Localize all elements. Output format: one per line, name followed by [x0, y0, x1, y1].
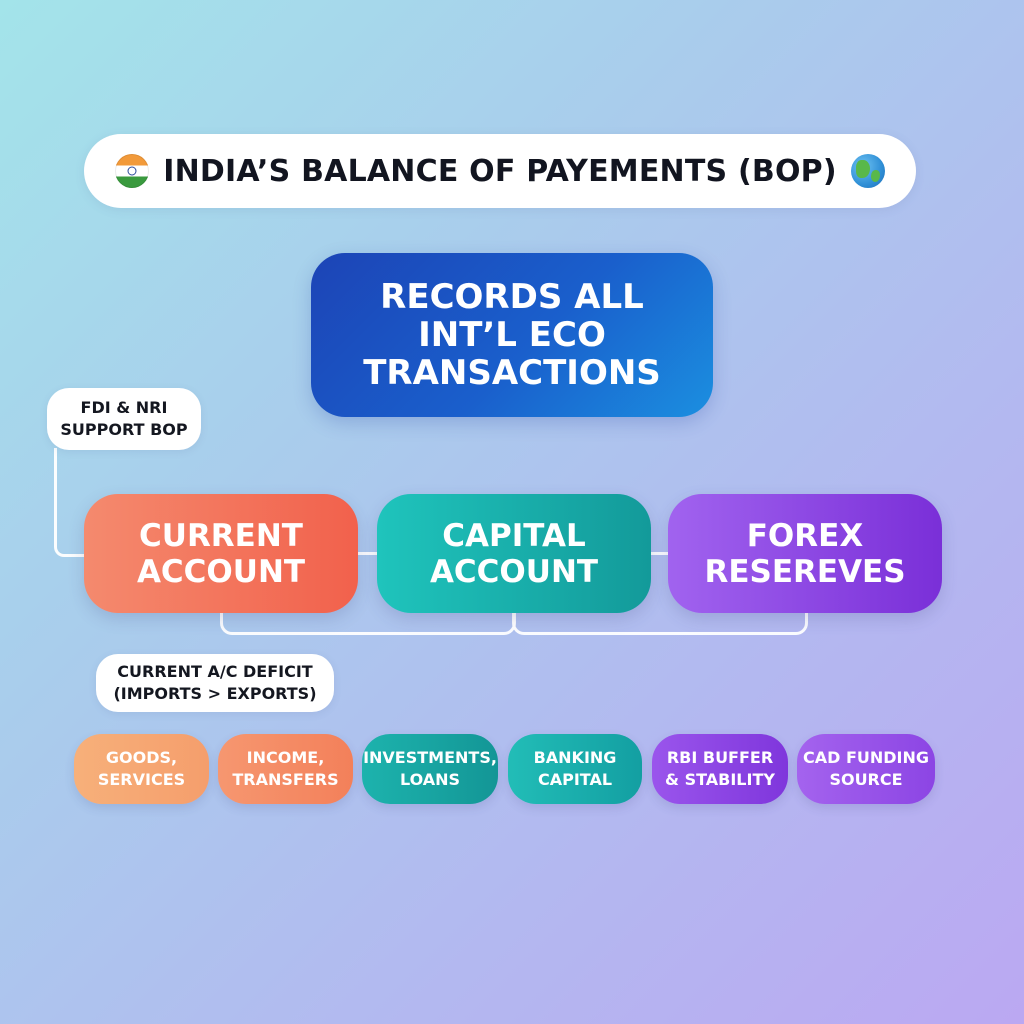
fdi-nri-note-text: FDI & NRI SUPPORT BOP	[60, 398, 188, 439]
forex-reserves-node: FOREX RESEREVES	[668, 494, 942, 613]
chip-income-transfers: INCOME, TRANSFERS	[218, 734, 353, 804]
current-deficit-note: CURRENT A/C DEFICIT (IMPORTS > EXPORTS)	[96, 654, 334, 712]
chip-cad-funding-label: CAD FUNDING SOURCE	[802, 748, 930, 789]
current-capital-connector	[356, 552, 380, 555]
chip-investments-loans: INVESTMENTS, LOANS	[362, 734, 498, 804]
capital-account-node: CAPITAL ACCOUNT	[377, 494, 651, 613]
chip-banking-capital-label: BANKING CAPITAL	[533, 748, 617, 789]
page-title: INDIA’S BALANCE OF PAYEMENTS (BOP)	[163, 153, 837, 189]
chip-investments-loans-label: INVESTMENTS, LOANS	[363, 748, 497, 789]
current-account-node: CURRENT ACCOUNT	[84, 494, 358, 613]
fdi-connector	[54, 448, 97, 557]
chip-income-transfers-label: INCOME, TRANSFERS	[232, 748, 339, 789]
globe-icon	[850, 154, 885, 188]
india-flag-icon	[115, 154, 150, 188]
chip-banking-capital: BANKING CAPITAL	[508, 734, 642, 804]
capital-account-label: CAPITAL ACCOUNT	[429, 517, 599, 590]
chip-rbi-buffer-label: RBI BUFFER & STABILITY	[665, 748, 775, 789]
chip-rbi-buffer: RBI BUFFER & STABILITY	[652, 734, 788, 804]
main-node-label: RECORDS ALL INT’L ECO TRANSACTIONS	[363, 277, 661, 393]
chip-goods-services-label: GOODS, SERVICES	[97, 748, 186, 789]
current-account-label: CURRENT ACCOUNT	[136, 517, 306, 590]
chip-cad-funding: CAD FUNDING SOURCE	[797, 734, 935, 804]
fdi-nri-note: FDI & NRI SUPPORT BOP	[47, 388, 201, 450]
current-deficit-note-text: CURRENT A/C DEFICIT (IMPORTS > EXPORTS)	[113, 662, 317, 703]
capital-forex-connector	[648, 552, 672, 555]
chip-goods-services: GOODS, SERVICES	[74, 734, 209, 804]
title-banner: INDIA’S BALANCE OF PAYEMENTS (BOP)	[84, 134, 916, 208]
main-node: RECORDS ALL INT’L ECO TRANSACTIONS	[311, 253, 713, 417]
forex-reserves-label: FOREX RESEREVES	[704, 517, 906, 590]
bracket-capital-forex	[512, 608, 808, 635]
